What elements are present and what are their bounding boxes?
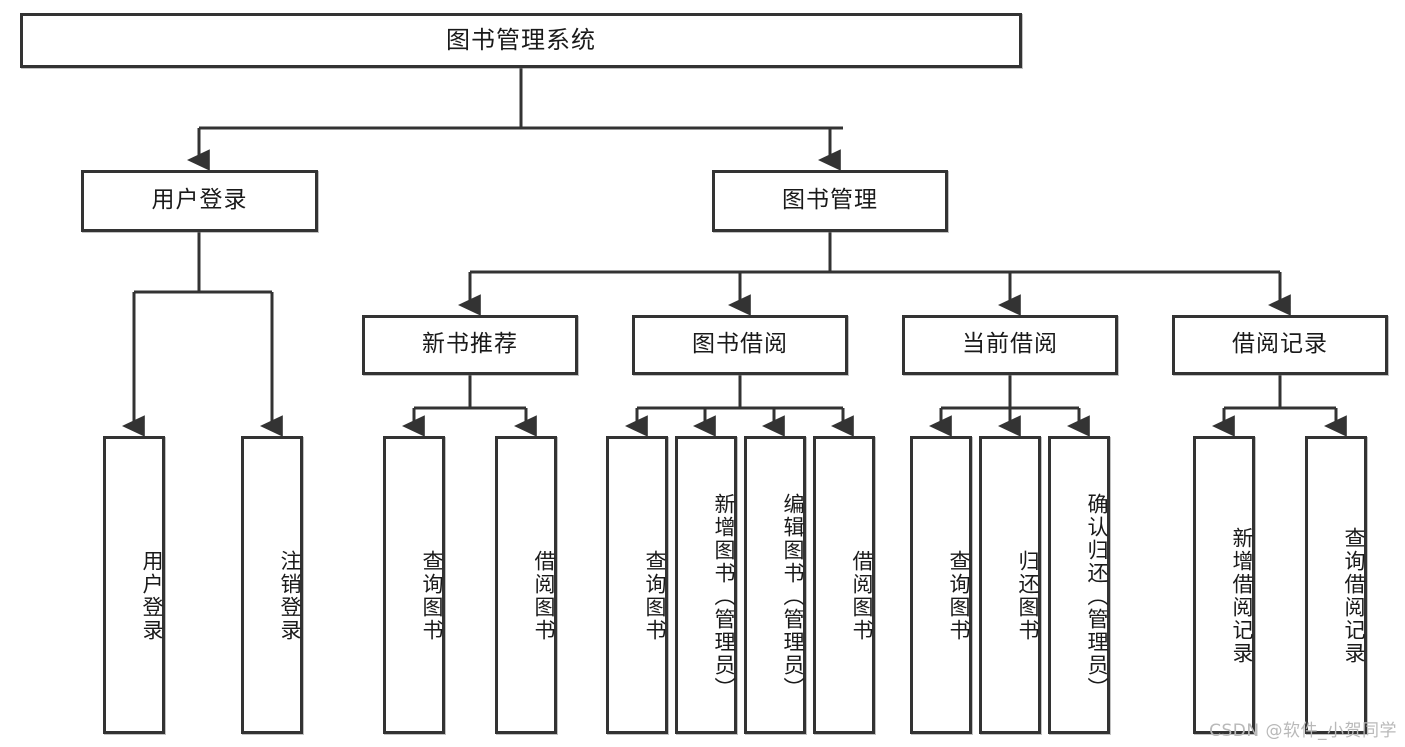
node-label: 借阅记录 [1232, 331, 1328, 358]
node-label: 编辑图书（管理员） [781, 492, 805, 700]
node-label: 图书借阅 [692, 331, 788, 358]
leaf-user-login-logout[interactable]: 注销登录 [241, 436, 303, 734]
node-label: 查询图书 [643, 550, 667, 642]
node-borrow-record[interactable]: 借阅记录 [1172, 315, 1388, 375]
leaf-user-login-login[interactable]: 用户登录 [103, 436, 165, 734]
leaf-book-borrow-add[interactable]: 新增图书（管理员） [675, 436, 737, 734]
node-label: 归还图书 [1016, 550, 1040, 642]
node-label: 新增借阅记录 [1230, 527, 1254, 665]
node-label: 图书管理 [782, 187, 878, 214]
node-label: 用户登录 [140, 550, 164, 642]
csdn-watermark: CSDN @软件_小贺同学 [1209, 721, 1397, 741]
node-label: 查询图书 [947, 550, 971, 642]
leaf-current-borrow-confirm-return[interactable]: 确认归还（管理员） [1048, 436, 1110, 734]
leaf-borrow-record-add[interactable]: 新增借阅记录 [1193, 436, 1255, 734]
node-book-management[interactable]: 图书管理 [712, 170, 948, 232]
node-current-borrow[interactable]: 当前借阅 [902, 315, 1118, 375]
node-label: 用户登录 [151, 187, 248, 214]
leaf-new-book-query[interactable]: 查询图书 [383, 436, 445, 734]
node-label: 确认归还（管理员） [1085, 492, 1109, 700]
leaf-new-book-borrow[interactable]: 借阅图书 [495, 436, 557, 734]
leaf-current-borrow-query[interactable]: 查询图书 [910, 436, 972, 734]
leaf-book-borrow-query[interactable]: 查询图书 [606, 436, 668, 734]
node-label: 借阅图书 [850, 550, 874, 642]
node-label: 新书推荐 [422, 331, 518, 358]
node-label: 新增图书（管理员） [712, 492, 736, 700]
node-label: 当前借阅 [962, 331, 1058, 358]
node-label: 查询图书 [420, 550, 444, 642]
node-label: 借阅图书 [532, 550, 556, 642]
node-label: 注销登录 [278, 550, 302, 642]
leaf-book-borrow-borrow[interactable]: 借阅图书 [813, 436, 875, 734]
node-new-book-recommend[interactable]: 新书推荐 [362, 315, 578, 375]
leaf-current-borrow-return[interactable]: 归还图书 [979, 436, 1041, 734]
node-label: 图书管理系统 [446, 26, 596, 55]
node-root-system[interactable]: 图书管理系统 [20, 13, 1022, 68]
leaf-book-borrow-edit[interactable]: 编辑图书（管理员） [744, 436, 806, 734]
leaf-borrow-record-query[interactable]: 查询借阅记录 [1305, 436, 1367, 734]
node-user-login[interactable]: 用户登录 [81, 170, 318, 232]
node-book-borrow[interactable]: 图书借阅 [632, 315, 848, 375]
node-label: 查询借阅记录 [1342, 527, 1366, 665]
